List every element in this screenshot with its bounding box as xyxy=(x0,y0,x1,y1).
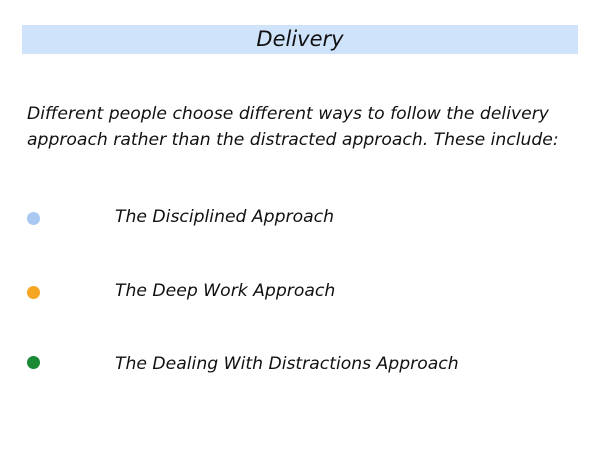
intro-line-1: Different people choose different ways t… xyxy=(27,104,549,124)
list-item: The Dealing With Distractions Approach xyxy=(0,353,600,381)
intro-line-2: approach rather than the distracted appr… xyxy=(27,130,559,150)
list-item: The Disciplined Approach xyxy=(0,206,600,234)
green-bullet-icon xyxy=(27,356,40,369)
orange-bullet-icon xyxy=(27,286,40,299)
light-blue-bullet-icon xyxy=(27,212,40,225)
title-bar: Delivery xyxy=(22,25,578,54)
list-item-label: The Disciplined Approach xyxy=(115,207,334,227)
intro-paragraph: Different people choose different ways t… xyxy=(27,101,587,153)
list-item-label: The Deep Work Approach xyxy=(115,281,336,301)
list-item-label: The Dealing With Distractions Approach xyxy=(115,354,459,374)
list-item: The Deep Work Approach xyxy=(0,280,600,308)
page-title: Delivery xyxy=(256,27,344,51)
